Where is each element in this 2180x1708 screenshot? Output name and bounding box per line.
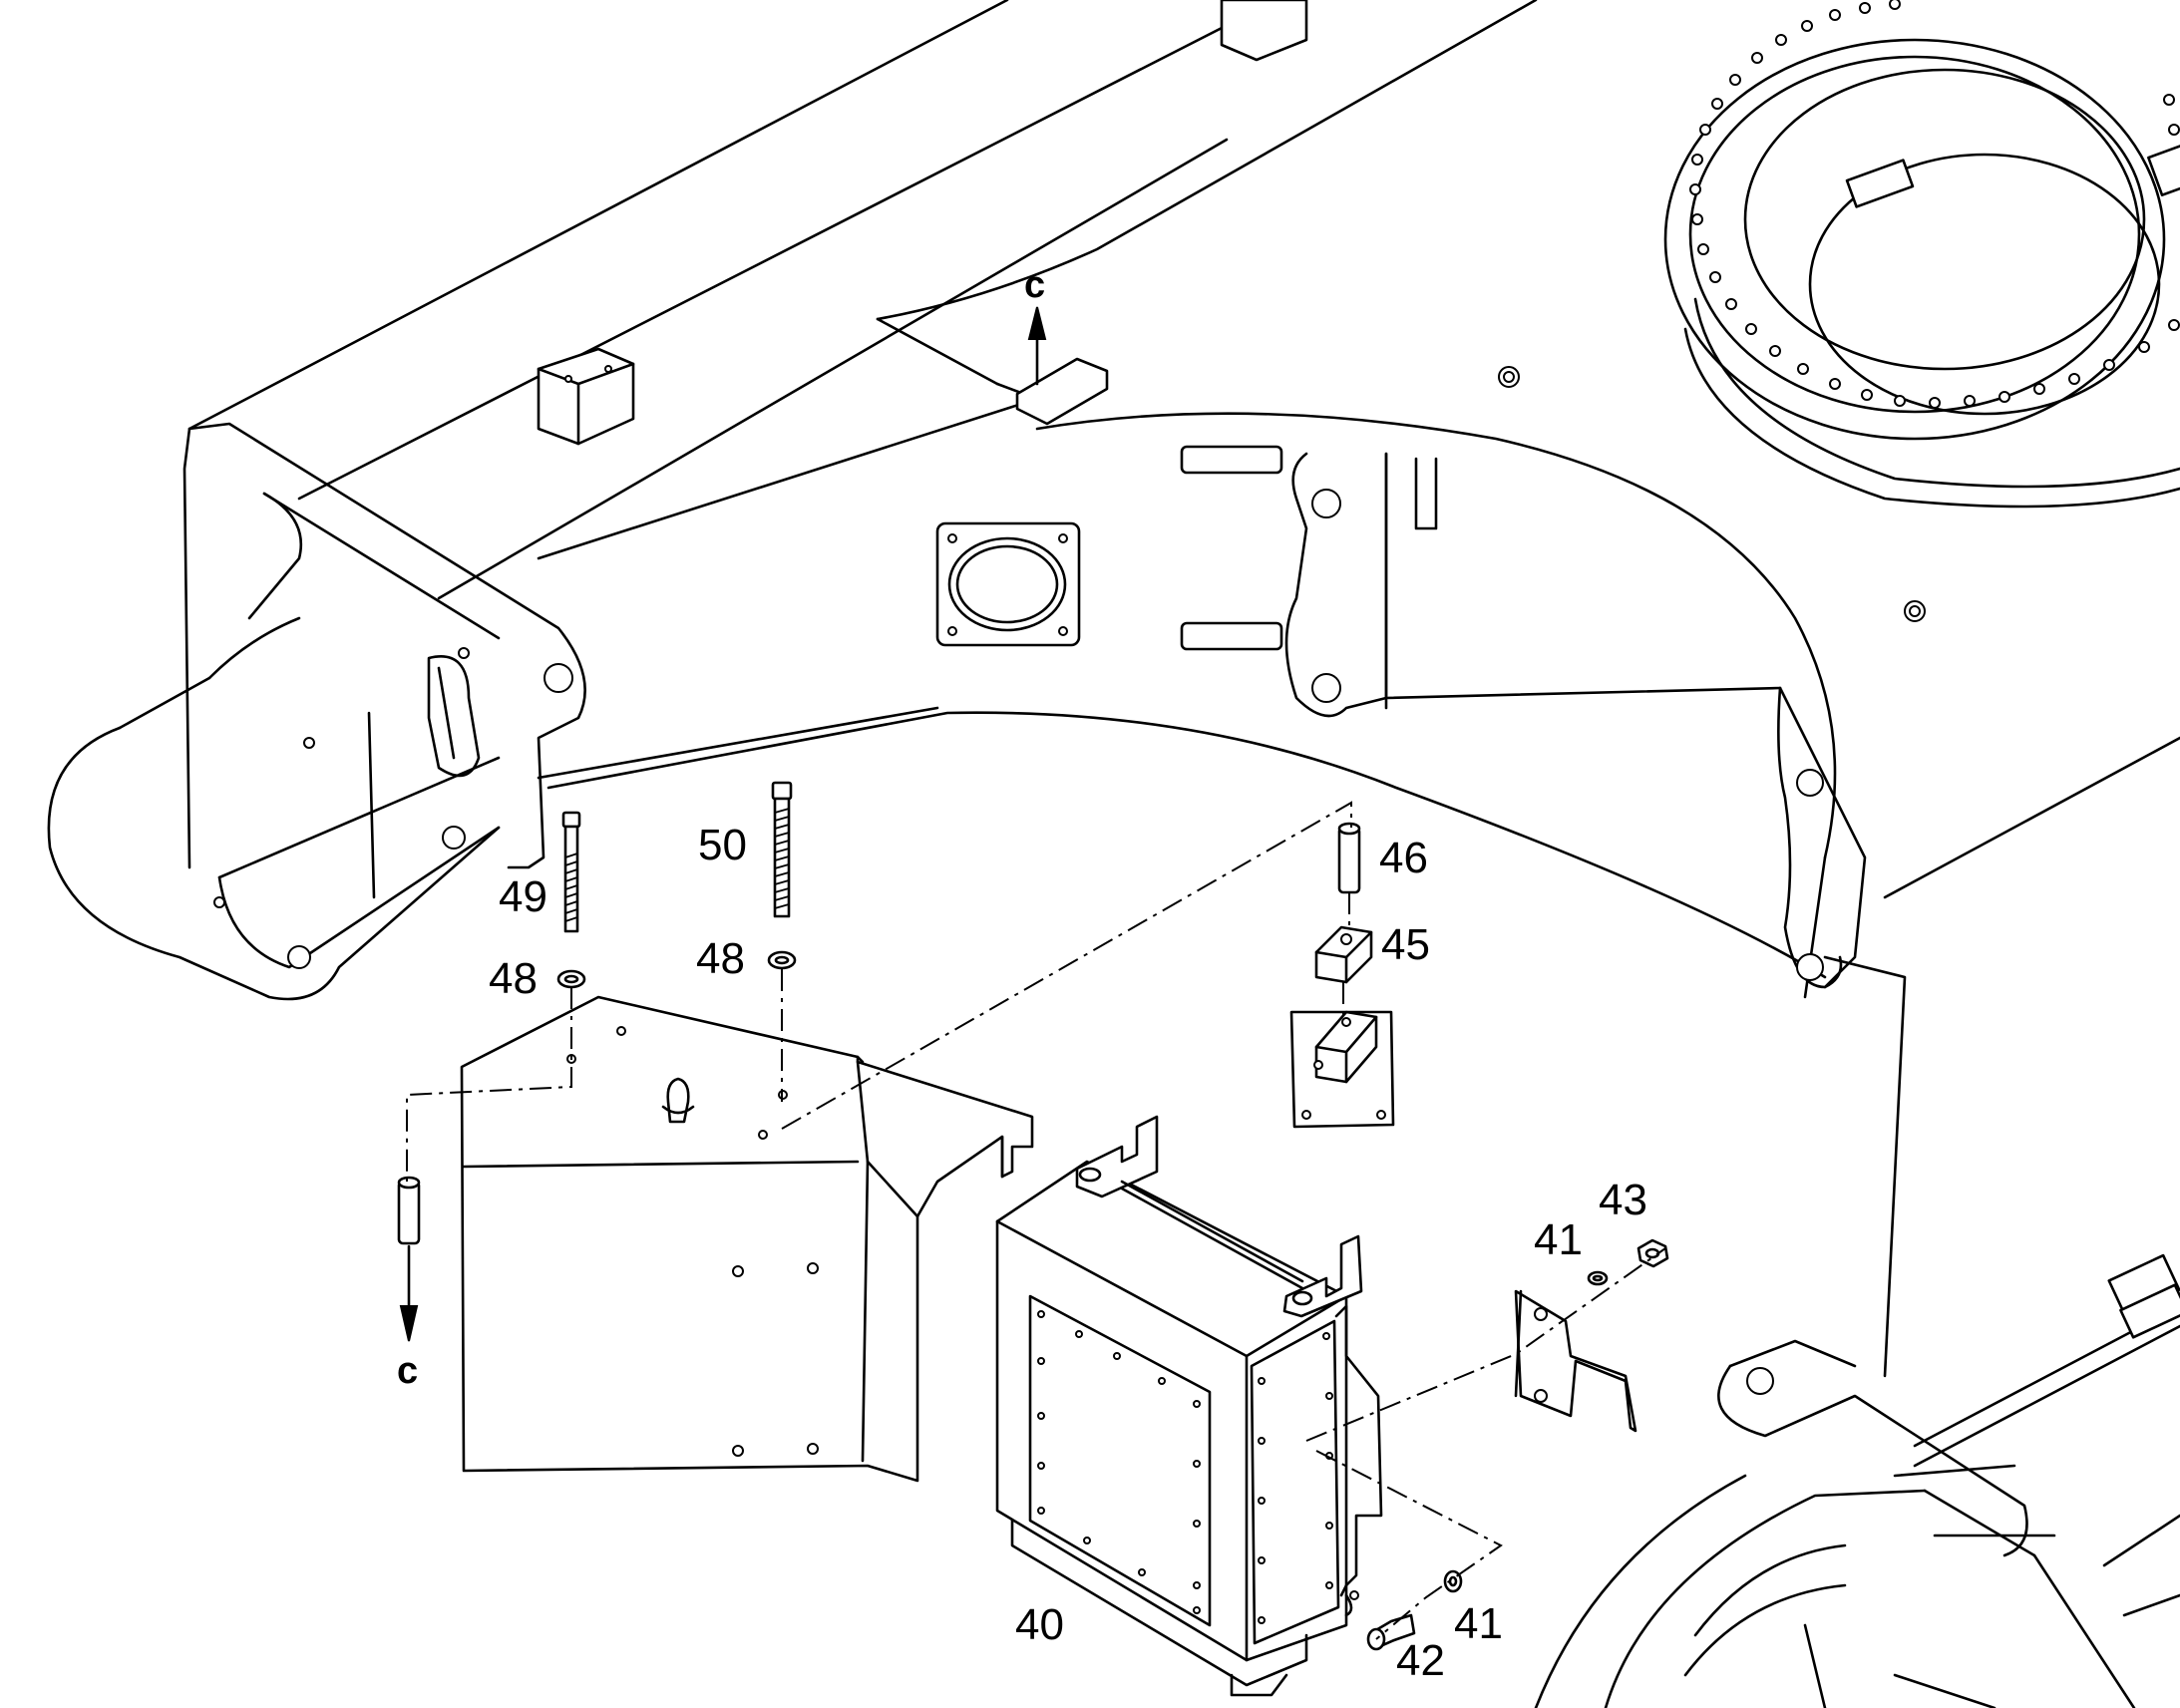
frame-small-holes: [1498, 366, 1926, 622]
callout-46: 46: [1379, 834, 1428, 882]
callout-49: 49: [499, 872, 547, 921]
ref-label-c-bottom: c: [397, 1350, 418, 1392]
bolt-42: [1366, 1613, 1416, 1651]
washer-48-left: [556, 969, 586, 989]
callout-50: 50: [698, 821, 747, 869]
callout-41-lower: 41: [1454, 1599, 1503, 1648]
washer-41-upper: [1587, 1270, 1609, 1286]
bolt-50: [771, 781, 793, 918]
ref-label-c-top: c: [1024, 264, 1045, 306]
frame-access-cover: [935, 521, 1081, 647]
callout-45: 45: [1381, 920, 1430, 969]
callout-48-right: 48: [696, 934, 745, 983]
callout-40: 40: [1015, 1600, 1064, 1649]
callout-42: 42: [1396, 1636, 1445, 1685]
bearing-bolt-holes: [1689, 0, 2180, 409]
nut-43: [1636, 1238, 1669, 1268]
electrical-box-40: [995, 1115, 1383, 1697]
swing-bearing-ring: [1663, 38, 2180, 509]
spacer-46: [1337, 822, 1361, 894]
rear-frame-bracket: [1534, 1253, 2180, 1708]
bolt-49: [561, 811, 581, 933]
callout-41-upper: 41: [1534, 1215, 1583, 1264]
callout-43: 43: [1599, 1176, 1647, 1224]
assembly-lines: [406, 801, 1666, 1640]
section-arrow-top: [1027, 306, 1047, 386]
upper-frame-beam: [187, 0, 1538, 600]
front-boom-bracket: [47, 422, 586, 1001]
block-45: [1314, 925, 1373, 984]
frame-mounting-lugs: [537, 0, 1438, 651]
callout-48-left: 48: [489, 954, 538, 1003]
washer-48-right: [767, 950, 797, 970]
mounting-bracket: [1514, 1289, 1637, 1433]
section-arrow-bottom: [399, 1244, 419, 1342]
support-plate: [1289, 1010, 1395, 1129]
main-frame-ring: [537, 412, 2180, 1378]
frame-side-plate: [1284, 452, 1843, 989]
cover-panel: [460, 995, 1034, 1483]
spacer-left: [397, 1176, 421, 1245]
